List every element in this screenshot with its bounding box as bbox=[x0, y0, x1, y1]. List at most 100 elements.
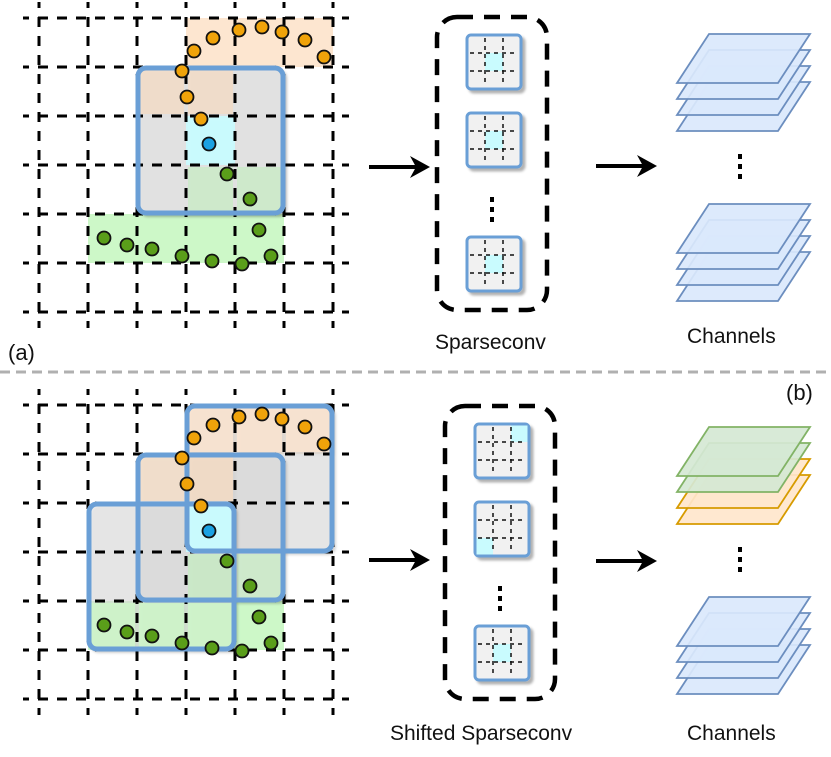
green-point bbox=[144, 241, 160, 257]
green-point bbox=[234, 256, 250, 272]
window-cell bbox=[188, 69, 233, 114]
channel-stack bbox=[675, 426, 812, 525]
ellipsis-dot bbox=[498, 596, 502, 601]
arrow-to-channels bbox=[596, 155, 657, 177]
channels-label-a: Channels bbox=[687, 325, 776, 348]
channel-layer bbox=[675, 596, 812, 647]
orange-point bbox=[297, 32, 313, 48]
kernel-active-cell bbox=[511, 425, 528, 442]
orange-point bbox=[254, 406, 270, 422]
panel-a-tag: (a) bbox=[8, 340, 35, 365]
kernel-group-border bbox=[434, 14, 550, 313]
ellipsis-dot bbox=[738, 154, 742, 159]
orange-point bbox=[174, 450, 190, 466]
green-point bbox=[96, 230, 112, 246]
channels-group bbox=[675, 426, 812, 695]
window-cell bbox=[237, 554, 282, 599]
kernel-group-border bbox=[442, 403, 558, 702]
orange-point bbox=[274, 411, 290, 427]
ellipsis-icon bbox=[738, 547, 742, 572]
kernel-grid bbox=[478, 629, 526, 677]
green-point bbox=[251, 609, 267, 625]
arrow-head bbox=[637, 155, 657, 177]
orange-point bbox=[231, 409, 247, 425]
green-point bbox=[144, 628, 160, 644]
channel-stack bbox=[675, 203, 812, 302]
orange-point bbox=[186, 43, 202, 59]
kernel-group bbox=[434, 14, 550, 313]
points bbox=[96, 19, 332, 272]
orange-point bbox=[231, 22, 247, 38]
ellipsis-dot bbox=[738, 164, 742, 169]
kernel-icon bbox=[473, 422, 531, 480]
points bbox=[96, 406, 332, 659]
window-cell bbox=[237, 167, 282, 212]
orange-point bbox=[193, 498, 209, 514]
kernel-active-cell bbox=[485, 255, 503, 273]
green-point bbox=[263, 635, 279, 651]
ellipsis-dot bbox=[738, 567, 742, 572]
orange-point bbox=[179, 476, 195, 492]
ellipsis-icon bbox=[498, 586, 502, 611]
green-point bbox=[219, 166, 235, 182]
window-cell bbox=[139, 69, 184, 114]
orange-point bbox=[186, 430, 202, 446]
green-point bbox=[119, 237, 135, 253]
kernel-group bbox=[442, 403, 558, 702]
kernel-icon bbox=[473, 500, 531, 558]
green-point bbox=[174, 635, 190, 651]
arrow-to-channels bbox=[596, 550, 657, 572]
sparseconv-label: Sparseconv bbox=[435, 331, 546, 354]
shifted-sparseconv-label: Shifted Sparseconv bbox=[390, 722, 573, 745]
orange-point bbox=[174, 63, 190, 79]
arrow-head bbox=[410, 549, 430, 571]
channel-stack bbox=[675, 33, 812, 132]
panel-b bbox=[23, 389, 812, 715]
kernel-grid bbox=[470, 240, 518, 288]
kernel-icon bbox=[465, 33, 523, 91]
kernel-icon bbox=[473, 624, 531, 682]
kernel-grid bbox=[470, 116, 518, 164]
ellipsis-dot bbox=[738, 174, 742, 179]
channel-stack bbox=[675, 596, 812, 695]
orange-point bbox=[297, 419, 313, 435]
kernel-grid bbox=[478, 505, 526, 553]
orange-point bbox=[316, 49, 332, 65]
kernel-active-cell bbox=[485, 131, 503, 149]
window-border bbox=[135, 452, 286, 603]
orange-point bbox=[193, 111, 209, 127]
green-point bbox=[119, 624, 135, 640]
green-point bbox=[234, 643, 250, 659]
orange-point bbox=[205, 30, 221, 46]
channel-layer bbox=[675, 203, 812, 254]
ellipsis-dot bbox=[490, 207, 494, 212]
window-cell bbox=[188, 603, 233, 648]
arrow-head bbox=[637, 550, 657, 572]
ellipsis-dot bbox=[490, 197, 494, 202]
kernel-active-cell bbox=[476, 538, 493, 555]
panel-b-tag: (b) bbox=[786, 380, 813, 405]
green-point bbox=[251, 222, 267, 238]
kernel-grid bbox=[478, 427, 526, 475]
voxel-grid bbox=[23, 2, 349, 328]
kernel-active-cell bbox=[493, 644, 511, 662]
green-point bbox=[204, 253, 220, 269]
arrow-to-kernels bbox=[369, 156, 430, 178]
center-point bbox=[201, 523, 217, 539]
ellipsis-icon bbox=[490, 197, 494, 222]
green-point bbox=[96, 617, 112, 633]
kernel-icon bbox=[465, 111, 523, 169]
arrow-head bbox=[410, 156, 430, 178]
orange-point bbox=[179, 89, 195, 105]
channel-layer bbox=[675, 33, 812, 84]
kernel-grid bbox=[470, 38, 518, 86]
arrow-to-kernels bbox=[369, 549, 430, 571]
green-point bbox=[219, 553, 235, 569]
orange-point bbox=[205, 417, 221, 433]
orange-point bbox=[254, 19, 270, 35]
orange-point bbox=[274, 24, 290, 40]
green-point bbox=[242, 191, 258, 207]
window-cell bbox=[139, 456, 184, 501]
panel-a bbox=[23, 2, 812, 328]
